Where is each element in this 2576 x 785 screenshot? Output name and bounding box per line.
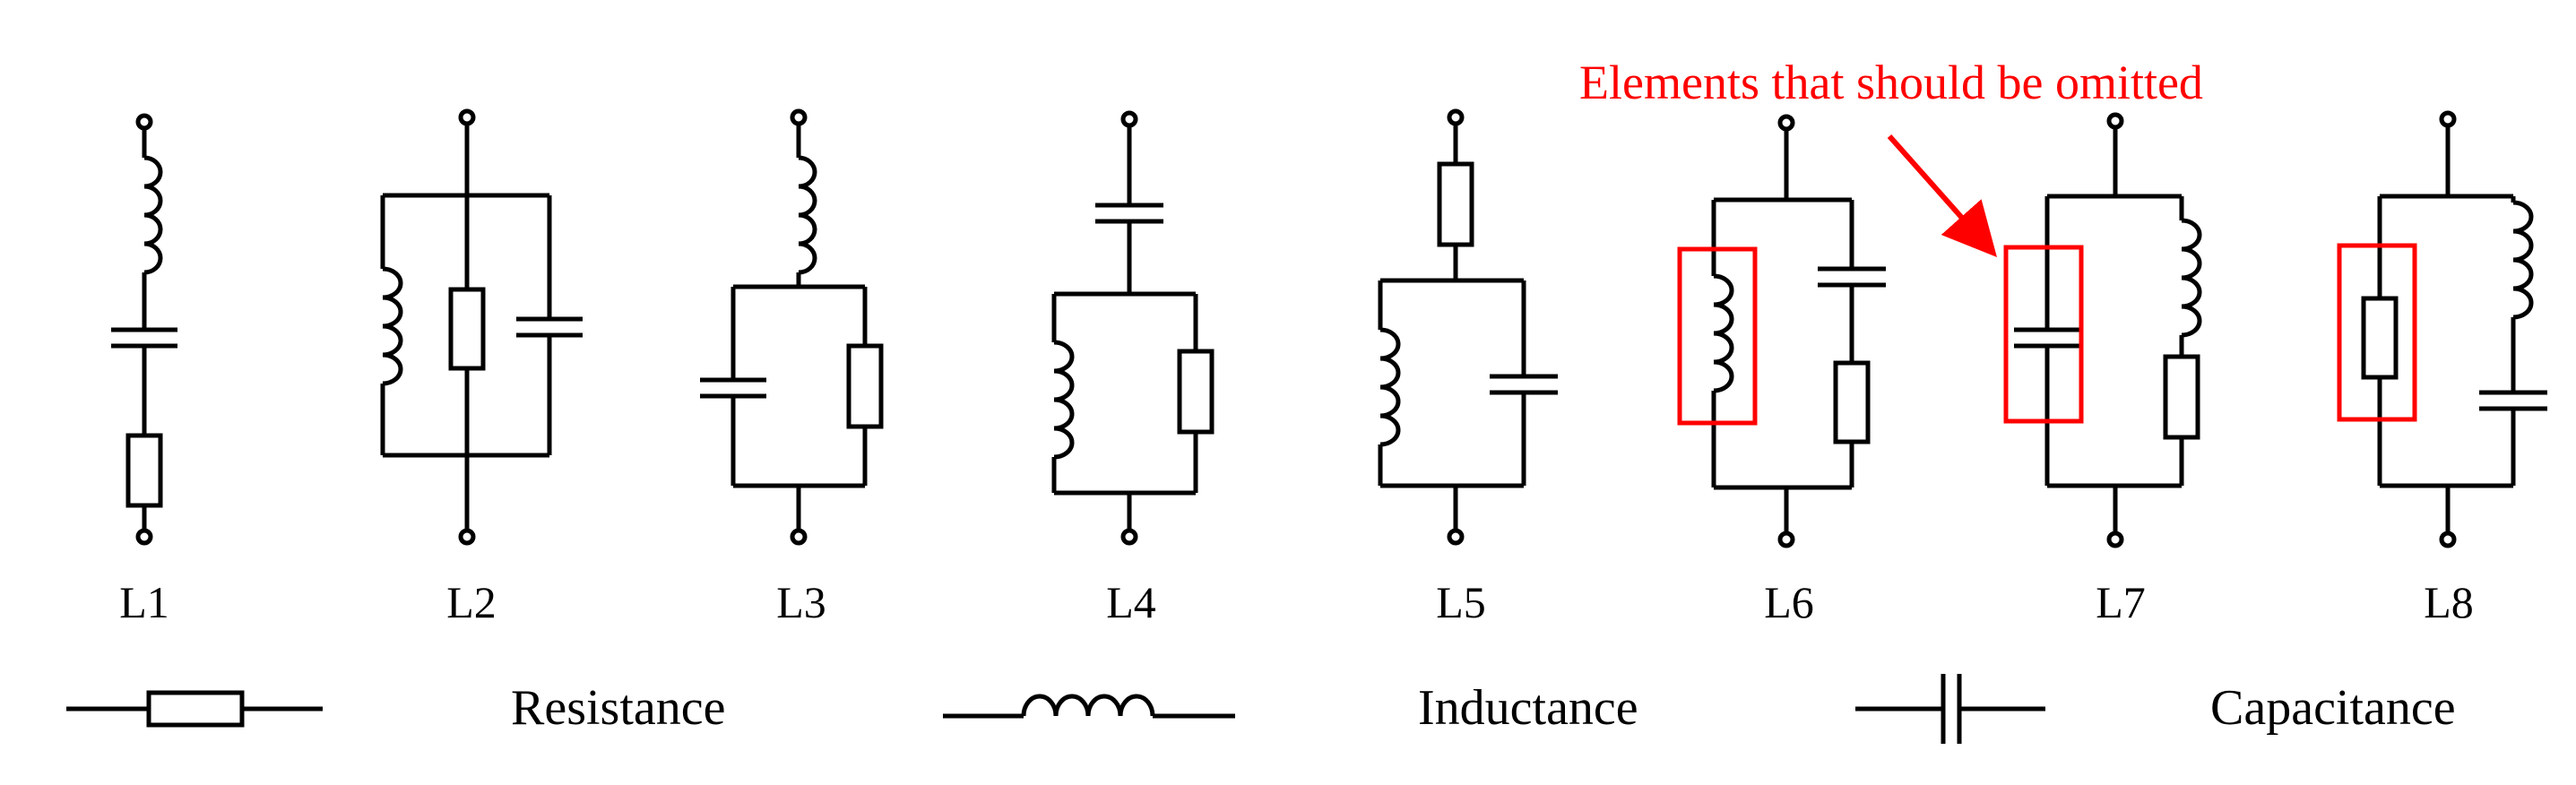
circuit-l3 (700, 108, 884, 546)
terminal-top (135, 113, 153, 131)
terminal-bottom (135, 528, 153, 546)
resistance-symbol (1437, 161, 1474, 247)
omit-highlight-l7 (2003, 245, 2084, 424)
capacitance-symbol (1818, 266, 1886, 288)
legend-resistance-symbol (66, 690, 323, 728)
capacitance-symbol (516, 316, 583, 338)
circuit-label-l7: L7 (2096, 577, 2146, 627)
capacitance-symbol (1490, 374, 1558, 395)
resistance-symbol (1177, 349, 1215, 435)
circuit-l1 (111, 113, 177, 546)
circuit-label-l8: L8 (2424, 577, 2474, 627)
inductance-symbol (2512, 200, 2534, 320)
circuit-l4 (1051, 110, 1215, 546)
resistance-symbol (448, 287, 486, 371)
circuit-l6 (1711, 114, 1886, 548)
capacitance-symbol (2479, 390, 2547, 411)
capacitance-symbol (1095, 203, 1163, 224)
circuit-label-l2: L2 (446, 577, 497, 627)
circuit-label-l1: L1 (119, 577, 169, 627)
annotation-text: Elements that should be omitted (1579, 56, 2203, 109)
annotation-arrow (1887, 134, 1997, 257)
capacitance-symbol (700, 377, 766, 399)
resistance-symbol (2163, 354, 2200, 440)
legend-label-inductance: Inductance (1418, 680, 1638, 736)
resistance-symbol (1833, 360, 1871, 444)
inductance-symbol (382, 266, 403, 386)
inductance-symbol (143, 155, 163, 275)
circuit-l8 (2361, 110, 2547, 548)
circuit-l2 (380, 108, 583, 546)
inductance-symbol (1379, 327, 1401, 447)
circuit-label-l5: L5 (1436, 577, 1486, 627)
circuit-label-l6: L6 (1764, 577, 1814, 627)
resistance-symbol (125, 433, 163, 508)
resistance-symbol (846, 343, 884, 429)
capacitance-symbol (2014, 327, 2080, 349)
circuit-l7 (2014, 112, 2202, 548)
legend-capacitance-symbol (1855, 674, 2045, 744)
legend-inductance-symbol (943, 694, 1235, 719)
circuit-label-l3: L3 (776, 577, 826, 627)
omit-highlight-l8 (2337, 243, 2417, 422)
legend-label-resistance: Resistance (511, 680, 725, 736)
inductance-symbol (2181, 218, 2202, 338)
capacitance-symbol (111, 327, 177, 349)
circuit-l5 (1378, 108, 1558, 546)
legend-label-capacitance: Capacitance (2210, 680, 2456, 736)
circuit-label-l4: L4 (1106, 577, 1156, 627)
omit-highlight-l6 (1677, 246, 1758, 426)
inductance-symbol (1053, 340, 1075, 460)
inductance-symbol (1713, 273, 1734, 393)
resistance-symbol (2361, 296, 2399, 380)
inductance-symbol (798, 155, 817, 275)
